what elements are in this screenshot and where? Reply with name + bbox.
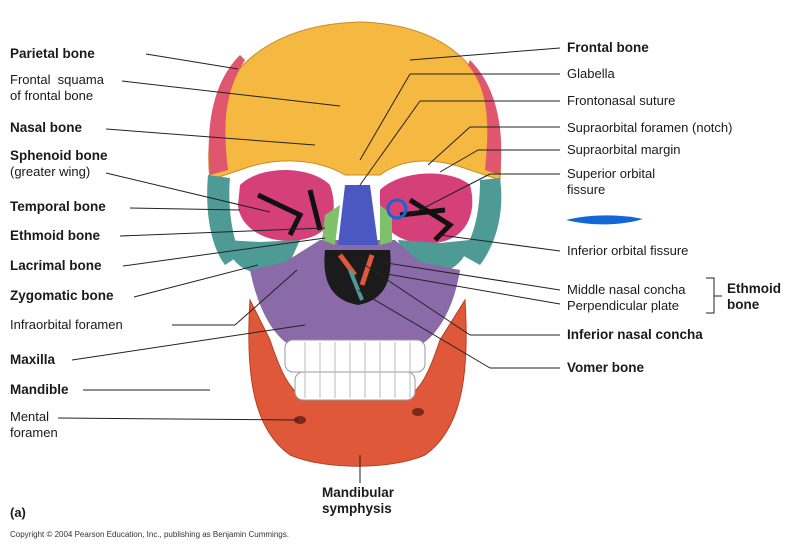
nasal-cavity — [324, 250, 391, 305]
leader-lines — [57, 47, 722, 483]
temporal-bone-right — [462, 178, 502, 265]
lower-teeth — [294, 371, 416, 401]
label-mandibular-symphysis: Mandibular symphysis — [322, 485, 395, 516]
label-glabella: Glabella — [567, 66, 615, 81]
label-nasal-bone: Nasal bone — [10, 120, 83, 135]
parietal-bone-right — [468, 60, 502, 175]
label-frontal-squama: Frontal squama of frontal bone — [10, 72, 104, 103]
panel-label: (a) — [10, 505, 26, 520]
upper-teeth — [284, 339, 426, 373]
label-vomer-bone: Vomer bone — [567, 360, 645, 375]
label-frontal-bone: Frontal bone — [567, 40, 649, 55]
label-infraorbital-foramen: Infraorbital foramen — [10, 317, 123, 332]
label-ethmoid-bone-group: Ethmoid bone — [727, 281, 781, 312]
copyright-notice: Copyright © 2004 Pearson Education, Inc.… — [10, 530, 289, 539]
label-sphenoid-bone: Sphenoid bone — [10, 148, 108, 163]
label-inferior-orbital-fissure: Inferior orbital fissure — [567, 243, 689, 258]
label-sphenoid-greater-wing: (greater wing) — [10, 164, 91, 179]
label-supraorbital-margin: Supraorbital margin — [567, 142, 681, 157]
annotation-circle — [386, 198, 408, 220]
label-mandible: Mandible — [10, 382, 69, 397]
label-mental-foramen: Mental foramen — [10, 409, 58, 440]
parietal-bone-left — [208, 55, 245, 175]
label-lacrimal-bone: Lacrimal bone — [10, 258, 102, 273]
label-maxilla: Maxilla — [10, 352, 56, 367]
left-orbit — [238, 170, 334, 241]
nasal-bone — [338, 185, 378, 245]
label-perpendicular-plate: Perpendicular plate — [567, 298, 680, 313]
label-zygomatic-bone: Zygomatic bone — [10, 288, 114, 303]
label-superior-orbital-fissure: Superior orbital fissure — [567, 166, 656, 197]
label-parietal-bone: Parietal bone — [10, 46, 95, 61]
label-frontonasal-suture: Frontonasal suture — [567, 93, 676, 108]
annotation-scribble — [566, 215, 643, 225]
label-supraorbital-foramen: Supraorbital foramen (notch) — [567, 120, 733, 135]
label-temporal-bone: Temporal bone — [10, 199, 106, 214]
label-inferior-nasal-concha: Inferior nasal concha — [567, 327, 703, 342]
label-ethmoid-bone: Ethmoid bone — [10, 228, 100, 243]
label-middle-nasal-concha: Middle nasal concha — [567, 282, 686, 297]
